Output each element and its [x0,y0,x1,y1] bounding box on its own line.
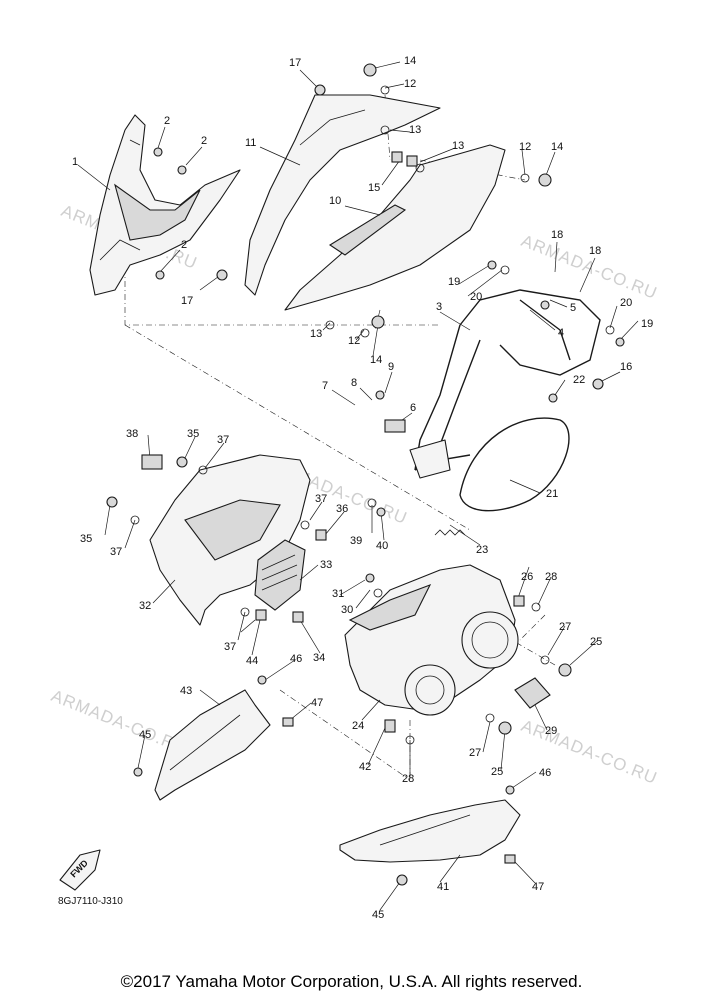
callout-label: 39 [350,535,362,547]
callout-label: 12 [519,141,531,153]
callout-label: 38 [126,428,138,440]
callout-label: 37 [217,434,229,446]
callout-label: 9 [388,361,394,373]
callout-label: 41 [437,881,449,893]
callout-label: 14 [551,141,563,153]
callout-label: 27 [469,747,481,759]
callout-label: 42 [359,761,371,773]
callout-label: 34 [313,652,325,664]
callout-label: 43 [180,685,192,697]
callout-label: 20 [470,291,482,303]
diagram-code: 8GJ7110-J310 [58,896,123,907]
callout-label: 37 [315,493,327,505]
callout-label: 1 [72,156,78,168]
callout-label: 17 [181,295,193,307]
callout-label: 14 [370,354,382,366]
callout-label: 35 [80,533,92,545]
callout-label: 29 [545,725,557,737]
watermark: ARMADA-CO.RU [519,231,661,303]
callout-label: 45 [372,909,384,921]
callout-label: 18 [589,245,601,257]
callout-label: 11 [245,137,256,149]
callout-label: 15 [368,182,380,194]
part-lower-side-cover [149,454,311,626]
callout-label: 3 [436,301,442,313]
fasteners [106,63,625,886]
callout-label: 19 [641,318,653,330]
callout-label: 27 [559,621,571,633]
callout-label: 20 [620,297,632,309]
callout-label: 47 [532,881,544,893]
callout-label: 46 [539,767,551,779]
leader-lines [77,61,639,911]
callout-label: 30 [341,604,353,616]
callout-label: 22 [573,374,585,386]
callout-label: 12 [348,335,360,347]
callout-label: 13 [310,328,322,340]
callout-label: 35 [187,428,199,440]
callout-label: 13 [409,124,421,136]
callout-label: 31 [332,588,344,600]
callout-label: 6 [410,402,416,414]
callout-label: 45 [139,729,151,741]
callout-label: 26 [521,571,533,583]
callout-label: 2 [181,239,187,251]
callout-label: 18 [551,229,563,241]
callout-label: 24 [352,720,364,732]
callout-label: 21 [546,488,558,500]
part-frame [409,289,601,479]
callout-label: 7 [322,380,328,392]
callout-label: 10 [329,195,341,207]
fwd-arrow: FWD [59,849,101,891]
part-side-panel-upper [244,94,441,296]
callout-label: 33 [320,559,332,571]
callout-label: 2 [201,135,207,147]
part-pad [514,677,551,709]
part-engine-side-cover [344,564,519,716]
callout-label: 36 [336,503,348,515]
callout-label: 32 [139,600,151,612]
callout-label: 17 [289,57,301,69]
callout-label: 44 [246,655,258,667]
callout-label: 25 [491,766,503,778]
callout-label: 40 [376,540,388,552]
callout-label: 47 [311,697,323,709]
callout-label: 4 [558,327,564,339]
callout-label: 19 [448,276,460,288]
callout-label: 8 [351,377,357,389]
copyright-notice: ©2017 Yamaha Motor Corporation, U.S.A. A… [120,972,583,991]
callout-label: 16 [620,361,632,373]
callout-label: 14 [404,55,416,67]
part-spring [434,529,466,536]
part-front-cowl [89,114,241,296]
callout-label: 46 [290,653,302,665]
callout-label: 23 [476,544,488,556]
callout-label: 37 [110,546,122,558]
callout-label: 13 [452,140,464,152]
callout-label: 2 [164,115,170,127]
part-guide-loop [459,417,570,512]
callout-label: 5 [570,302,576,314]
callout-label: 25 [590,636,602,648]
callout-label: 28 [402,773,414,785]
callout-label: 37 [224,641,236,653]
part-grille [254,539,306,611]
part-side-cover [284,144,506,311]
callout-numbers: 1 2 2 2 3 4 5 6 7 8 9 10 11 12 12 12 13 … [72,55,653,921]
callout-label: 28 [545,571,557,583]
part-lower-cover-right [339,799,521,863]
part-lower-cover-left [154,689,271,801]
callout-label: 12 [404,78,416,90]
